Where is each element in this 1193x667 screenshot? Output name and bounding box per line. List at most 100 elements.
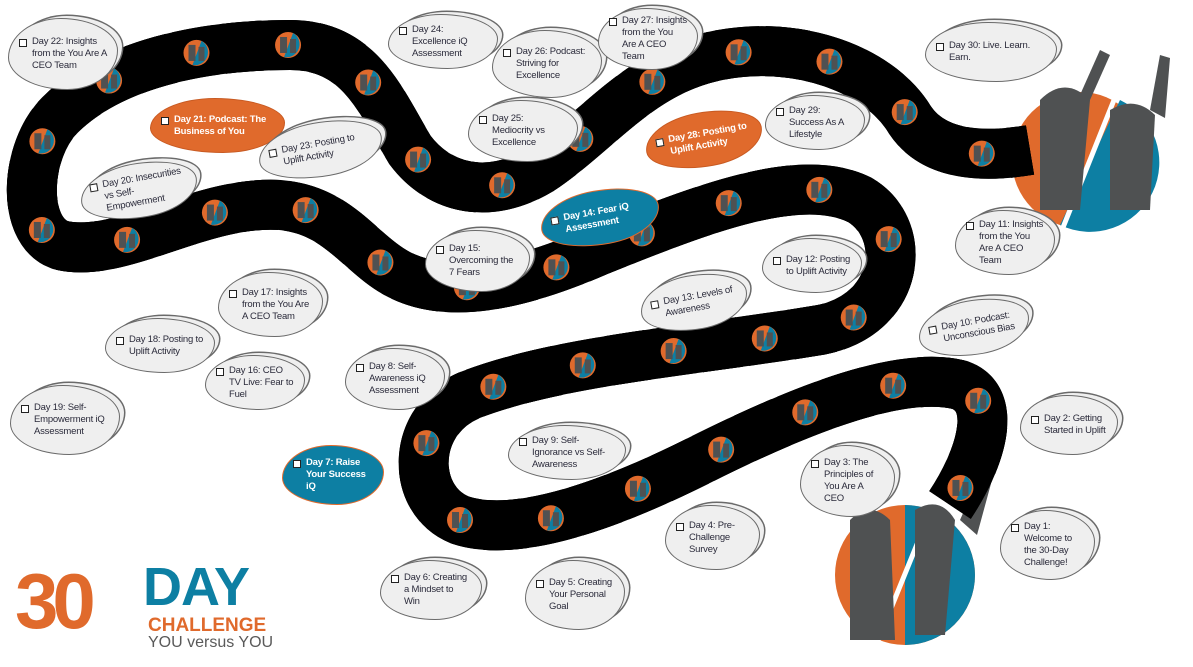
checkbox[interactable] (399, 26, 407, 35)
tile-logo-icon (891, 99, 918, 126)
thought-bubble-day22: Day 22: Insights from the You Are A CEO … (8, 18, 118, 90)
thought-bubble-day5: Day 5: Creating Your Personal Goal (525, 560, 625, 630)
bubble-text: Day 13: Levels of Awareness (650, 283, 739, 322)
thought-bubble-day17: Day 17: Insights from the You Are A CEO … (218, 272, 323, 337)
bubble-text: Day 5: Creating Your Personal Goal (536, 577, 614, 613)
checkbox[interactable] (650, 299, 660, 309)
bubble-text: Day 16: CEO TV Live: Fear to Fuel (216, 365, 294, 401)
bubble-text: Day 11: Insights from the You Are A CEO … (966, 219, 1044, 267)
thought-bubble-day2: Day 2: Getting Started in Uplift (1020, 395, 1118, 455)
tile-logo-icon (355, 69, 382, 96)
day-label: Day 23: Posting to Uplift Activity (280, 131, 356, 168)
tile-logo-icon (660, 338, 687, 365)
thought-bubble-day7: Day 7: Raise Your Success iQ (282, 445, 384, 505)
tile-logo-icon (201, 199, 228, 226)
bubble-text: Day 12: Posting to Uplift Activity (773, 254, 851, 278)
logo-number: 30 (15, 557, 96, 645)
tile-logo-icon (29, 128, 56, 155)
day-label: Day 6: Creating a Mindset to Win (404, 572, 468, 607)
checkbox[interactable] (776, 107, 784, 116)
day-label: Day 20: Insecurities vs Self-Empowerment (101, 165, 182, 214)
bubble-text: Day 4: Pre-Challenge Survey (676, 520, 749, 556)
day-label: Day 12: Posting to Uplift Activity (786, 253, 851, 277)
tile-logo-icon (543, 254, 570, 281)
checkbox[interactable] (293, 460, 301, 468)
day-label: Day 27: Insights from the You Are A CEO … (622, 15, 687, 62)
tile-logo-icon (183, 39, 210, 66)
checkbox[interactable] (609, 18, 617, 26)
bubble-text: Day 28: Posting to Uplift Activity (655, 119, 754, 159)
checkbox[interactable] (550, 215, 560, 226)
day-label: Day 10: Podcast: Unconscious Bias (940, 309, 1016, 344)
checkbox[interactable] (503, 49, 511, 57)
checkbox[interactable] (773, 256, 781, 265)
checkbox[interactable] (536, 580, 544, 588)
tile-logo-icon (489, 172, 516, 199)
day-label: Day 7: Raise Your Success iQ (306, 457, 366, 492)
tile-logo-icon (28, 216, 55, 243)
tile-logo-icon (806, 176, 833, 203)
bubble-text: Day 25: Mediocrity vs Excellence (479, 113, 567, 149)
checkbox[interactable] (116, 336, 124, 345)
day-label: Day 19: Self-Empowerment iQ Assessment (34, 402, 105, 437)
bubble-text: Day 23: Posting to Uplift Activity (268, 129, 374, 171)
thought-bubble-day27: Day 27: Insights from the You Are A CEO … (598, 8, 698, 70)
thought-bubble-day11: Day 11: Insights from the You Are A CEO … (955, 210, 1055, 275)
thought-bubble-day18: Day 18: Posting to Uplift Activity (105, 318, 215, 373)
bubble-text: Day 18: Posting to Uplift Activity (116, 334, 204, 358)
day-label: Day 15: Overcoming the 7 Fears (449, 243, 514, 278)
30-day-challenge-logo: 30 DAY CHALLENGE YOU versus YOU (15, 548, 305, 658)
day-label: Day 28: Posting to Uplift Activity (667, 119, 748, 157)
checkbox[interactable] (391, 575, 399, 583)
checkbox[interactable] (676, 522, 684, 531)
tile-logo-icon (816, 48, 843, 75)
thought-bubble-day6: Day 6: Creating a Mindset to Win (380, 560, 482, 620)
checkbox[interactable] (356, 364, 364, 372)
checkbox[interactable] (21, 405, 29, 413)
day-label: Day 8: Self-Awareness iQ Assessment (369, 361, 426, 396)
checkbox[interactable] (216, 367, 224, 376)
checkbox[interactable] (519, 437, 527, 446)
thought-bubble-day12: Day 12: Posting to Uplift Activity (762, 238, 862, 293)
logo-day: DAY (143, 557, 250, 617)
checkbox[interactable] (655, 137, 665, 147)
bubble-text: Day 21: Podcast: The Business of You (161, 114, 274, 138)
start-figure-icon (835, 475, 992, 661)
bubble-text: Day 19: Self-Empowerment iQ Assessment (21, 402, 109, 438)
bubble-text: Day 22: Insights from the You Are A CEO … (19, 36, 107, 72)
checkbox[interactable] (89, 182, 99, 192)
checkbox[interactable] (966, 221, 974, 230)
tile-logo-icon (480, 373, 507, 400)
tile-logo-icon (947, 474, 974, 501)
checkbox[interactable] (268, 148, 278, 158)
checkbox[interactable] (936, 43, 944, 51)
bubble-text: Day 1: Welcome to the 30-Day Challenge! (1011, 521, 1084, 569)
thought-bubble-day16: Day 16: CEO TV Live: Fear to Fuel (205, 355, 305, 410)
tile-logo-icon (792, 399, 819, 426)
tile-logo-icon (708, 436, 735, 463)
bubble-text: Day 14: Fear iQ Assessment (550, 197, 651, 238)
checkbox[interactable] (928, 325, 938, 335)
checkbox[interactable] (1011, 524, 1019, 532)
thought-bubble-day19: Day 19: Self-Empowerment iQ Assessment (10, 385, 120, 455)
checkbox[interactable] (19, 39, 27, 47)
bubble-text: Day 27: Insights from the You Are A CEO … (609, 15, 687, 63)
bubble-text: Day 8: Self-Awareness iQ Assessment (356, 361, 434, 397)
checkbox[interactable] (479, 116, 487, 124)
tile-logo-icon (751, 325, 778, 352)
bubble-text: Day 29: Success As A Lifestyle (776, 105, 854, 141)
checkbox[interactable] (229, 289, 237, 298)
checkbox[interactable] (1031, 416, 1039, 424)
tile-logo-icon (413, 430, 440, 457)
tile-logo-icon (569, 352, 596, 379)
bubble-text: Day 17: Insights from the You Are A CEO … (229, 287, 312, 323)
checkbox[interactable] (811, 460, 819, 468)
day-label: Day 24: Excellence iQ Assessment (412, 23, 468, 59)
tile-logo-icon (965, 387, 992, 414)
day-label: Day 11: Insights from the You Are A CEO … (979, 218, 1044, 266)
checkbox[interactable] (161, 116, 169, 125)
checkbox[interactable] (436, 246, 444, 254)
tile-logo-icon (715, 190, 742, 217)
